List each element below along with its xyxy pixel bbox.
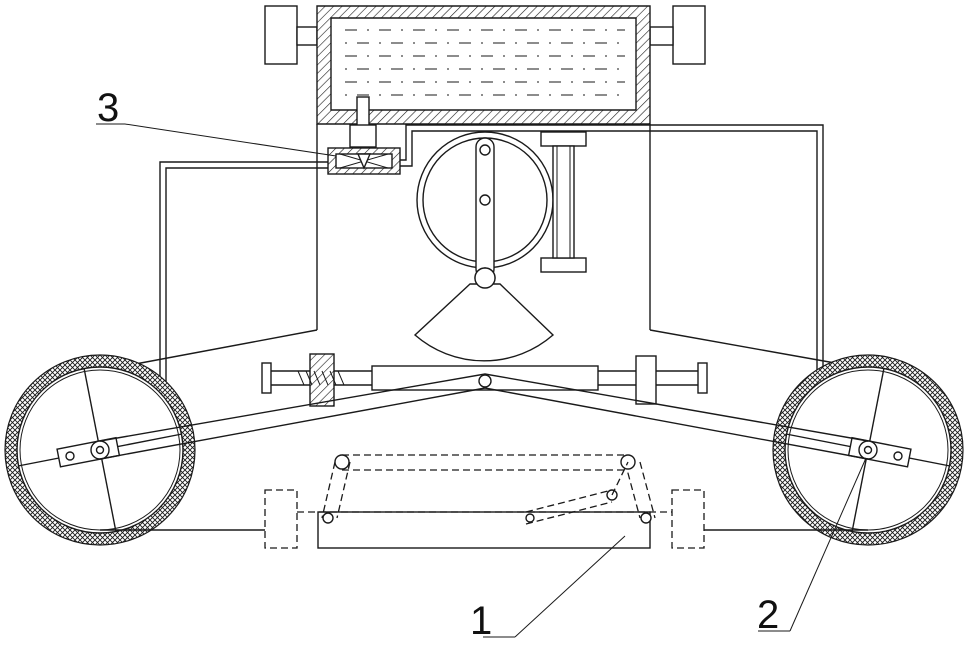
left-top-pad: [265, 6, 297, 64]
right-top-pad: [673, 6, 705, 64]
left-top-pad-neck: [297, 27, 317, 45]
valve-stem-housing: [350, 125, 376, 147]
screw-bearing-block: [636, 356, 656, 404]
valve-assembly: [328, 97, 400, 174]
lower-carriage: [265, 455, 704, 548]
roller-top-cap: [541, 132, 586, 146]
tank-liquid-dashes: [345, 30, 625, 95]
right-lower-pad: [672, 490, 704, 548]
roller-body: [553, 146, 574, 258]
left-lower-pad: [265, 490, 297, 548]
callout-label-2: 2: [757, 593, 779, 637]
right-wheel: [773, 355, 963, 545]
crank-mechanism: [415, 132, 553, 361]
carriage-base: [318, 512, 650, 548]
callout-label-1: 1: [470, 599, 492, 643]
roller: [541, 132, 586, 272]
screw-nut-block: [310, 354, 334, 406]
center-pivot: [479, 375, 491, 387]
roller-bottom-cap: [541, 258, 586, 272]
linkage-belts: [100, 374, 868, 530]
crank-slot-arm: [476, 138, 494, 278]
sector-blade: [415, 284, 553, 361]
right-top-pad-neck: [650, 27, 673, 45]
top-tank-assembly: [265, 6, 705, 124]
left-wheel: [5, 355, 195, 545]
callout-label-3: 3: [97, 86, 119, 130]
